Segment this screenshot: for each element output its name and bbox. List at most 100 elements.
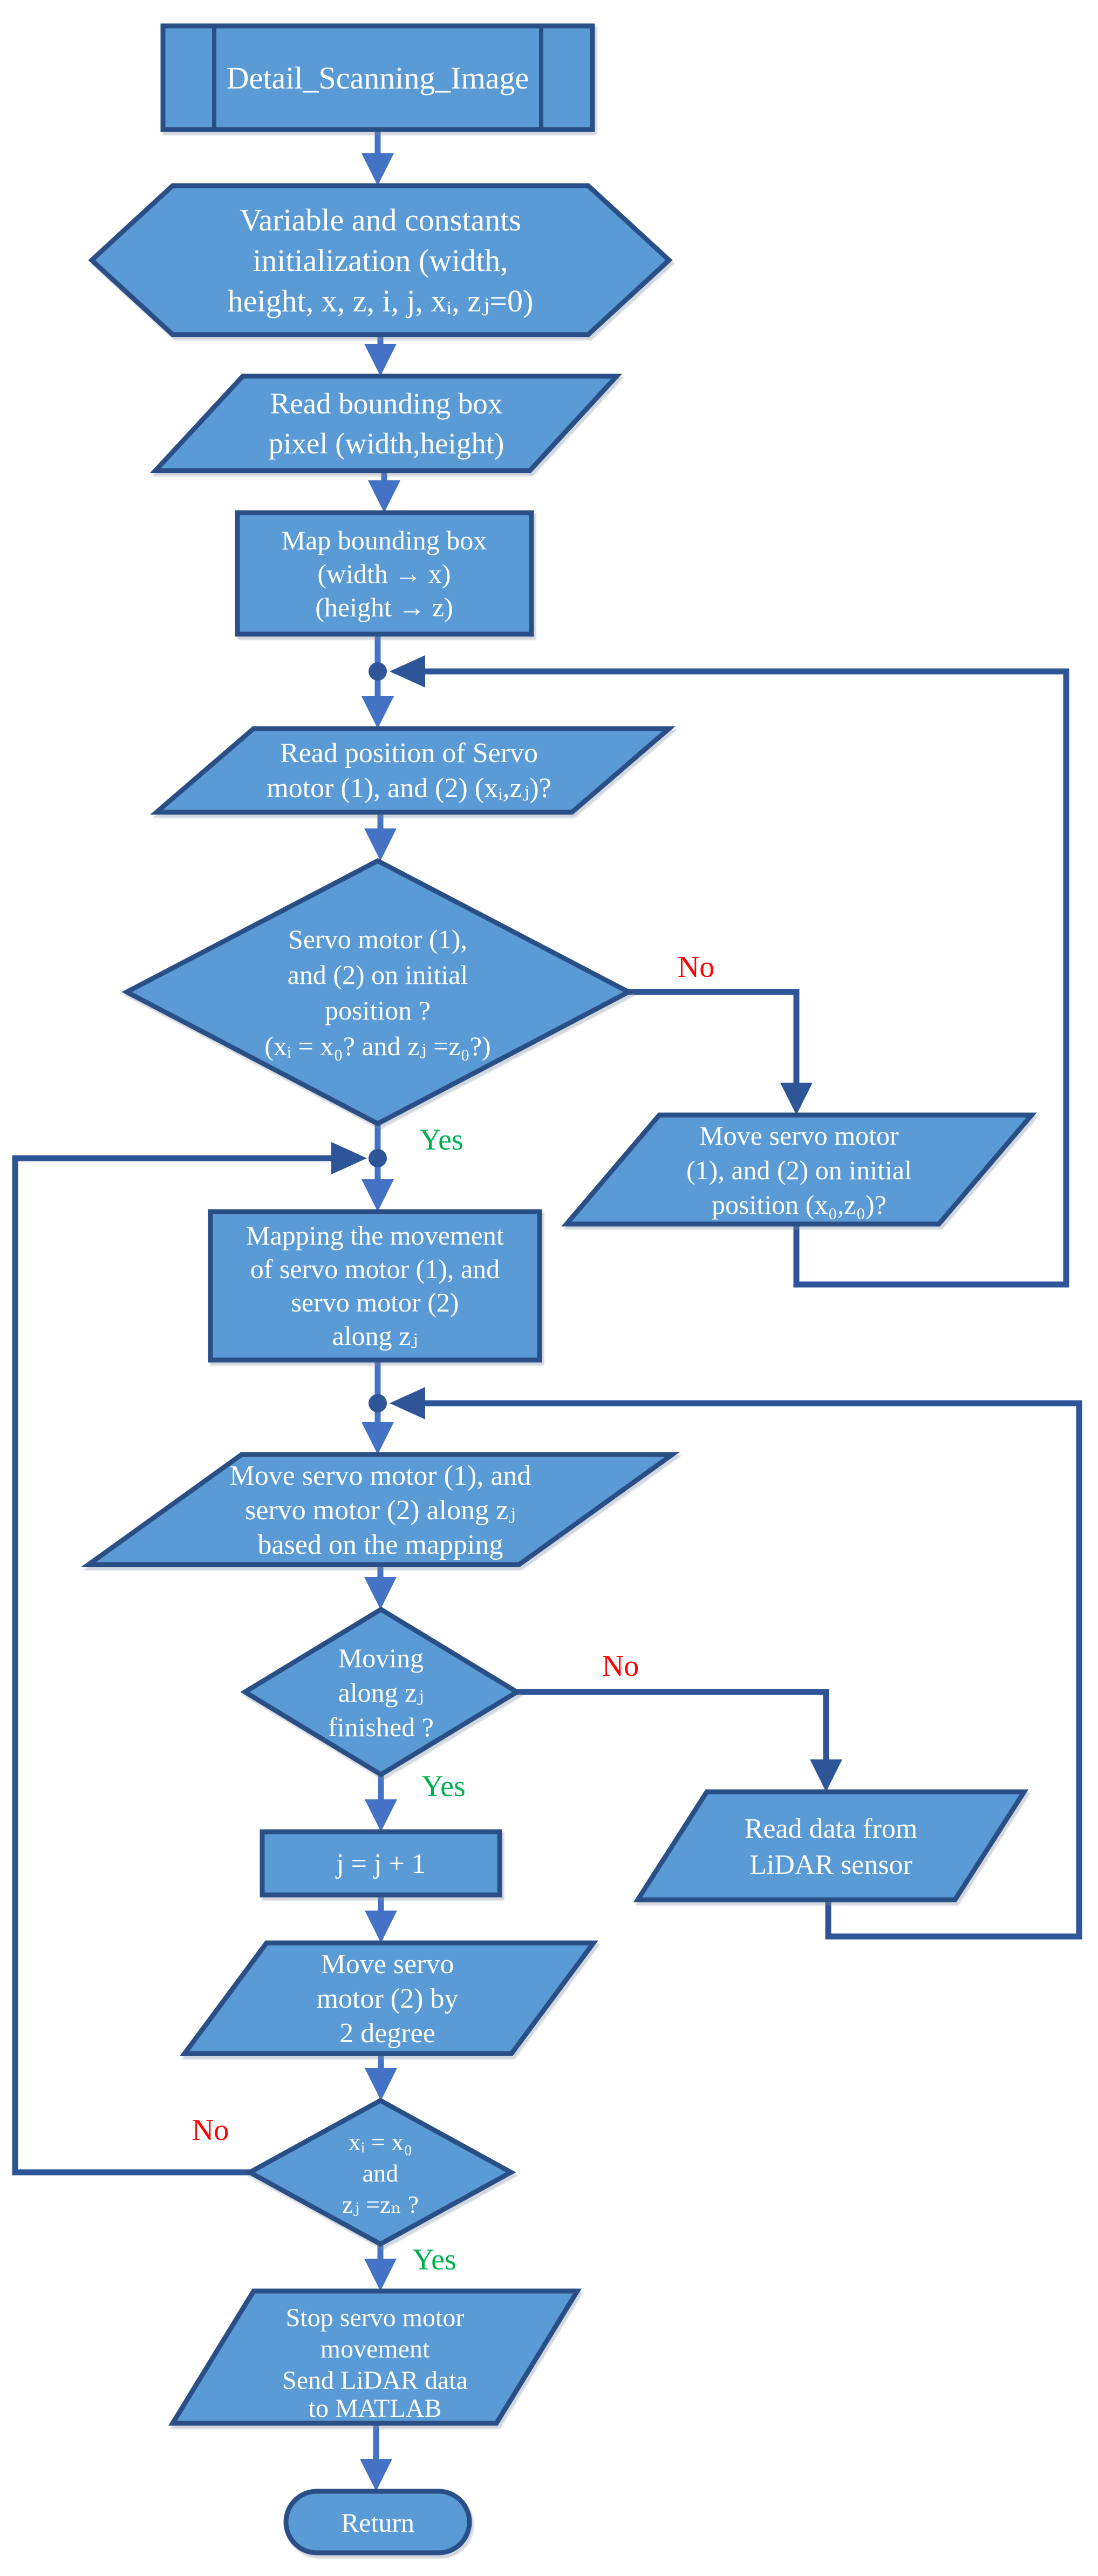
arrowhead-into-readpos [362,696,394,729]
label-no-decision1: No [678,950,714,984]
node-mapping-movement: Mapping the movement of servo motor (1),… [208,1209,542,1363]
node-read-lidar: Read data from LiDAR sensor [633,1789,1029,1902]
arrowhead-into-decision1 [364,828,397,861]
init-line: Variable and constants [240,202,521,237]
move-along-line: Move servo motor (1), and [230,1460,531,1491]
arrowhead-into-movealong [362,1422,394,1454]
decision1-line: and (2) on initial [288,960,468,990]
decision3-line: xᵢ = x₀ [349,2128,413,2156]
move-2deg-line: 2 degree [339,2018,435,2049]
decision3-line: zⱼ =zₙ ? [342,2191,419,2218]
node-decision-moving-finished: Moving along zⱼ finished ? [240,1606,522,1778]
read-pos-parallelogram [149,726,676,815]
read-lidar-line: LiDAR sensor [749,1850,912,1880]
move-along-line: servo motor (2) along zⱼ [245,1495,516,1526]
node-increment-j: j = j + 1 [260,1829,502,1898]
move-2deg-line: motor (2) by [317,1983,459,2014]
mapping-line: servo motor (2) [291,1287,459,1317]
mapping-line: along zⱼ [332,1321,418,1351]
move-2deg-parallelogram [180,1940,598,2056]
init-line: initialization (width, [253,243,508,278]
start-box [160,23,595,132]
read-bbox-line: pixel (width,height) [269,427,504,460]
branch-labels: No Yes No Yes No Yes [192,950,714,2276]
read-bbox-parallelogram [149,373,623,473]
arrowhead-into-junction1 [390,655,425,688]
arrowhead-into-incrementj [365,1799,397,1832]
move-2deg-line: Move servo [321,1949,454,1980]
arrowhead-into-decision2 [364,1577,397,1609]
decision3-line: and [363,2159,398,2187]
node-read-pos: Read position of Servo motor (1), and (2… [149,726,676,815]
return-label: Return [341,2507,414,2538]
init-hexagon [88,183,673,337]
map-bbox-rect [235,510,534,637]
flow-connectors [360,130,400,2491]
arrowhead-into-junction2 [331,1142,367,1174]
decision1-diamond [121,858,634,1127]
junction1-dot [369,662,387,681]
node-return: Return [283,2489,472,2555]
map-bbox-line: (width → x) [317,559,451,589]
return-terminator [283,2489,472,2555]
stop-send-parallelogram [168,2288,582,2426]
decision2-line: finished ? [328,1712,434,1742]
label-yes-decision1: Yes [419,1123,463,1157]
map-bbox-line: (height → z) [315,592,453,622]
arrowhead-into-mapping [362,1179,394,1212]
move-initial-line: (1), and (2) on initial [686,1155,912,1185]
node-start: Detail_Scanning_Image [160,23,595,132]
junction2-dot [369,1149,387,1167]
label-no-decision3: No [192,2113,229,2147]
decision1-line: Servo motor (1), [288,924,467,954]
move-initial-parallelogram [561,1112,1037,1227]
loop-connectors [12,655,1082,2176]
decision1-line: (xᵢ = x₀? and zⱼ =z₀?) [264,1031,490,1061]
stop-send-line: movement [320,2335,430,2363]
move-along-line: based on the mapping [258,1530,503,1560]
arrowhead-into-decision3 [365,2068,397,2101]
move-along-parallelogram [81,1452,680,1567]
stop-send-line: Send LiDAR data [282,2366,468,2395]
read-bbox-line: Read bounding box [270,387,503,420]
edge-decision2-no [517,1689,829,1762]
node-move-initial: Move servo motor (1), and (2) on initial… [561,1112,1037,1227]
stop-send-line: Stop servo motor [286,2303,465,2332]
arrowhead-into-readbbox [364,344,397,376]
edge-readlidar-loopback [399,1400,1082,1940]
start-label: Detail_Scanning_Image [227,60,529,96]
decision2-line: Moving [338,1643,424,1673]
move-initial-line: position (x₀,z₀)? [712,1190,886,1220]
init-line: height, x, z, i, j, xᵢ, zⱼ=0) [228,283,534,318]
arrowhead-into-init [362,153,394,186]
increment-j-label: j = j + 1 [335,1848,426,1879]
arrowhead-into-move2deg [365,1911,397,1943]
mapping-line: of servo motor (1), and [250,1254,500,1284]
arrowhead-into-junction3 [390,1387,425,1419]
arrowhead-into-mapbbox [368,480,400,513]
node-map-bbox: Map bounding box (width → x) (height → z… [235,510,534,637]
arrowhead-into-readlidar [810,1759,842,1792]
arrowhead-into-return [360,2459,392,2491]
map-bbox-line: Map bounding box [282,525,487,555]
edge-moveinitial-loopback [399,668,1069,1288]
stop-send-line: to MATLAB [309,2394,442,2423]
node-init: Variable and constants initialization (w… [88,183,673,337]
increment-j-rect [260,1829,502,1898]
decision2-diamond [240,1606,522,1778]
read-lidar-parallelogram [633,1789,1029,1902]
node-move-along: Move servo motor (1), and servo motor (2… [81,1452,680,1567]
arrowhead-into-stop [364,2259,397,2291]
node-decision-final: xᵢ = x₀ and zⱼ =zₙ ? [244,2097,516,2247]
move-initial-line: Move servo motor [699,1120,899,1151]
node-read-bbox: Read bounding box pixel (width,height) [149,373,623,473]
node-move-2deg: Move servo motor (2) by 2 degree [180,1940,598,2056]
read-pos-line: motor (1), and (2) (xᵢ,zⱼ)? [267,773,551,804]
decision1-line: position ? [325,995,431,1025]
mapping-line: Mapping the movement [246,1220,504,1250]
arrowhead-into-moveinitial [780,1083,813,1115]
label-no-decision2: No [602,1649,639,1683]
junction3-dot [369,1394,387,1412]
